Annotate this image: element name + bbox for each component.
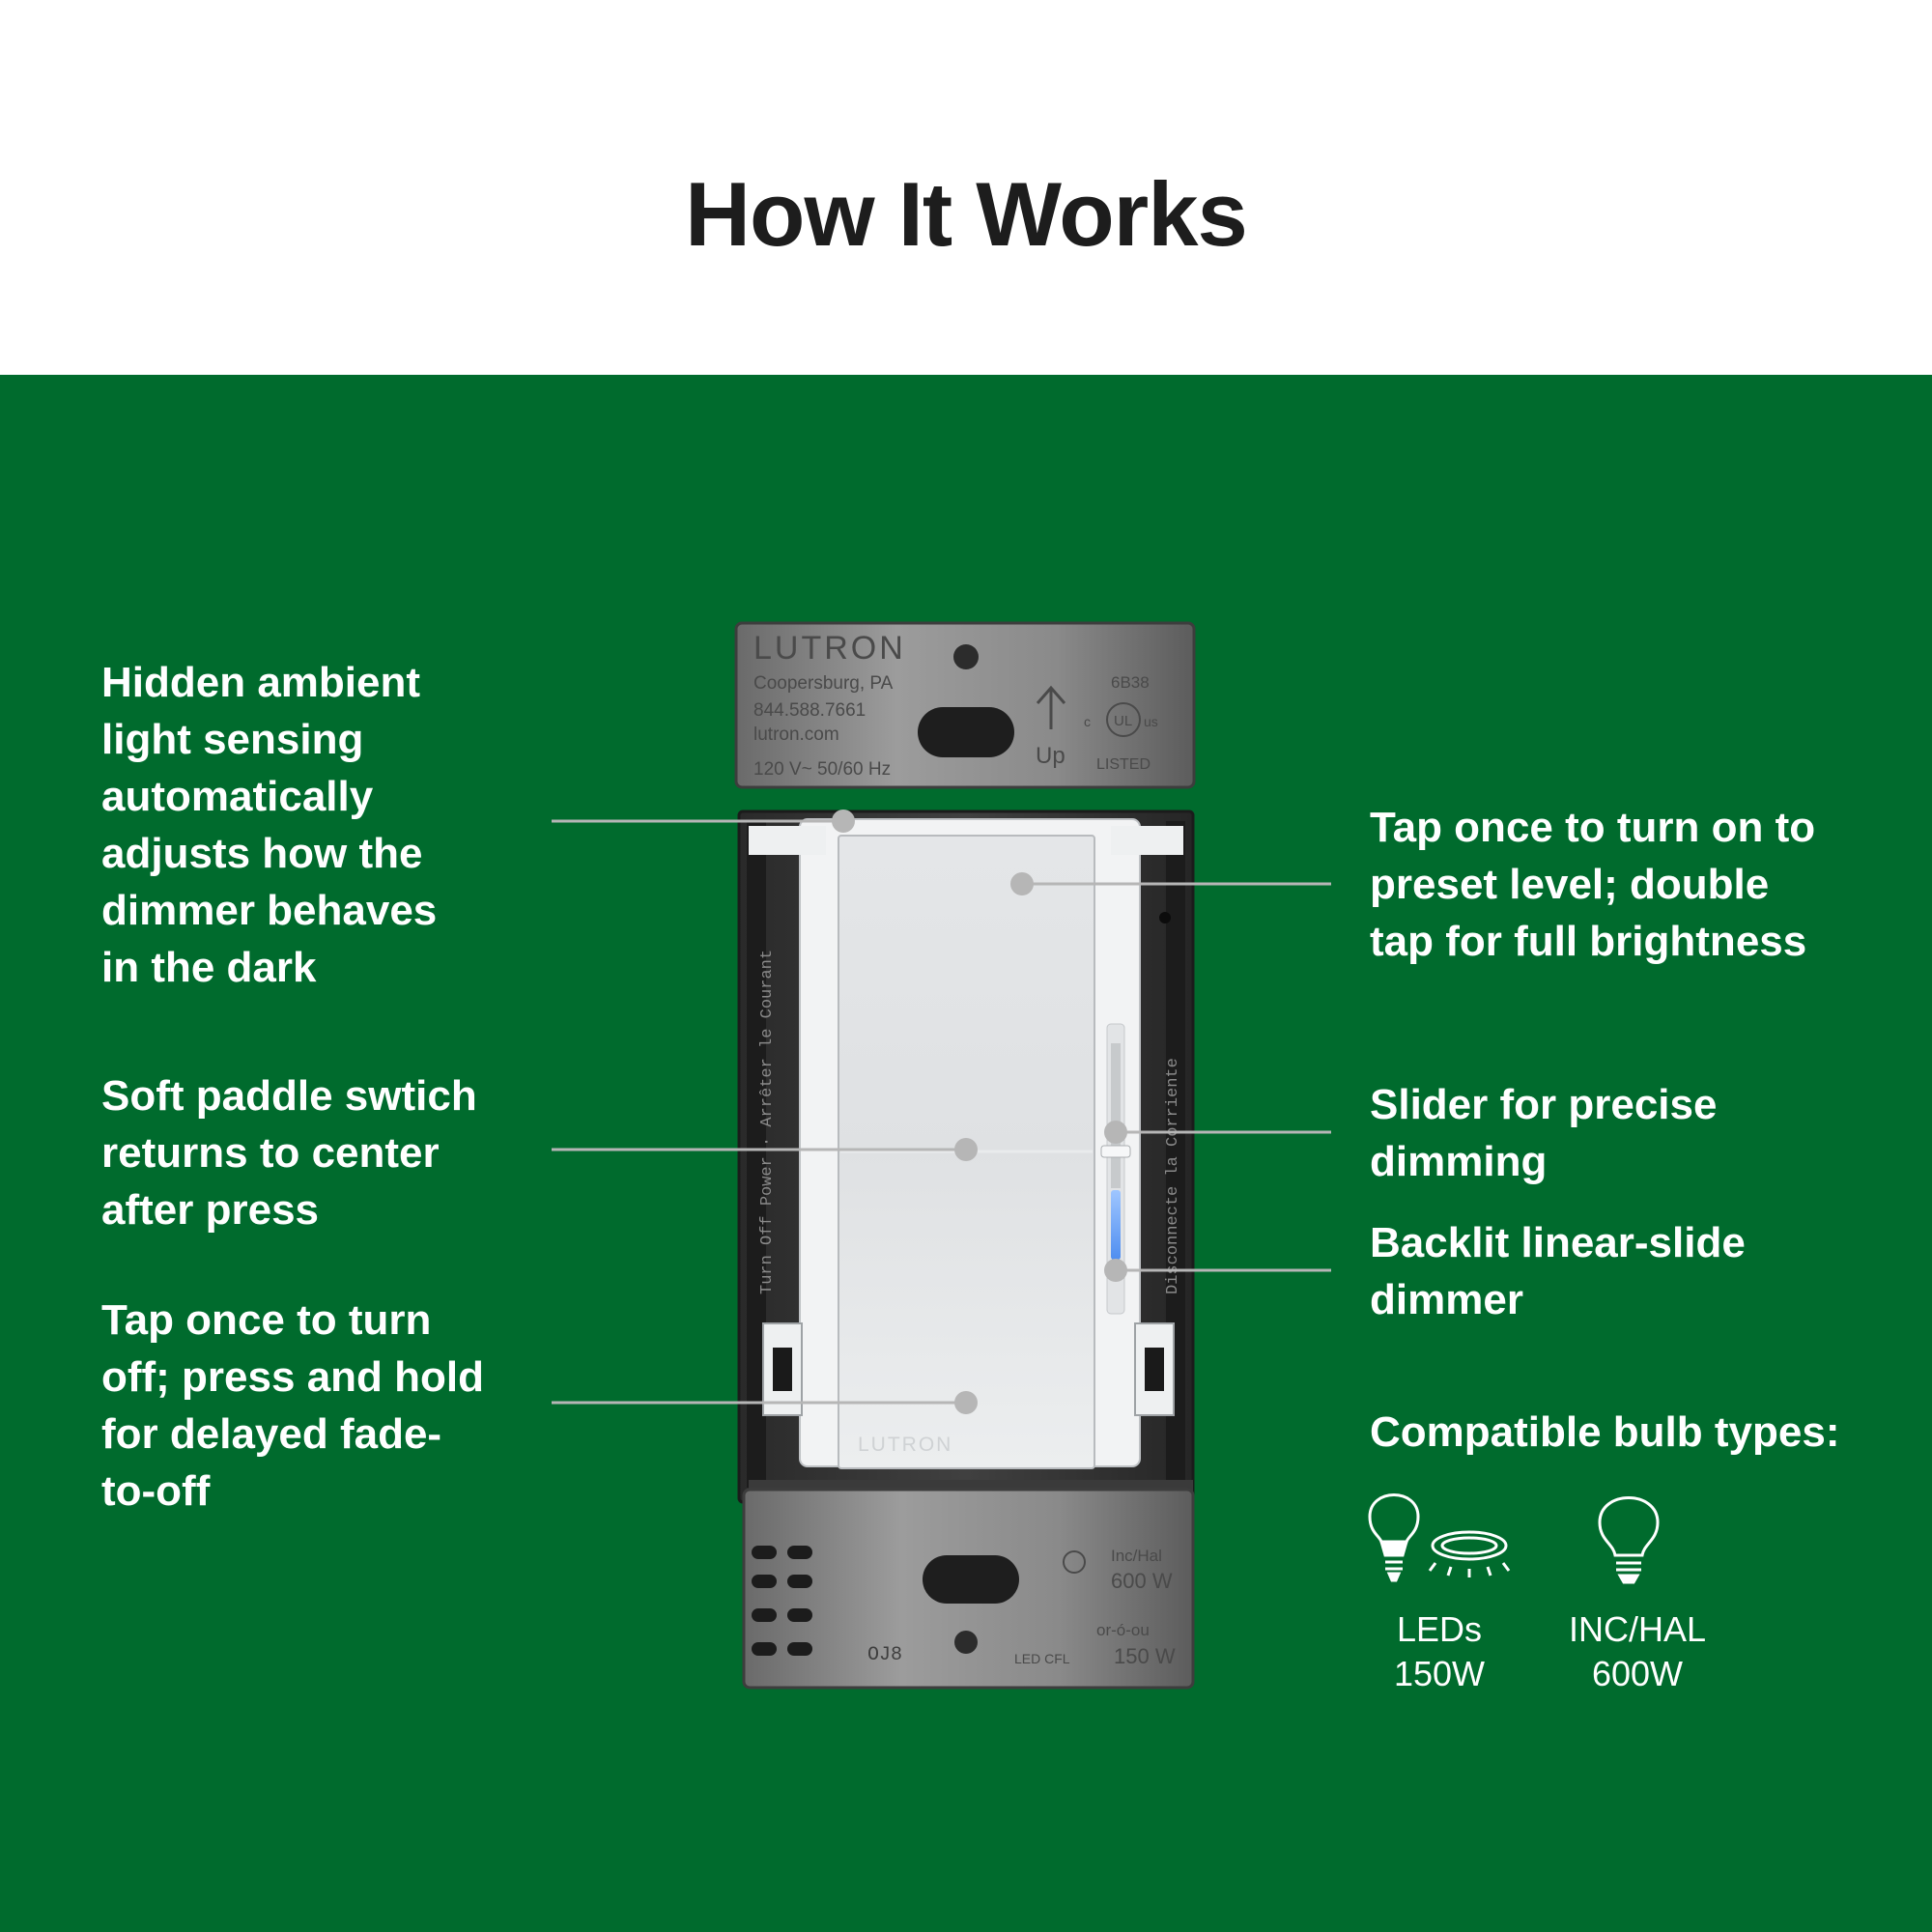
led-bulb-icon (1368, 1493, 1420, 1582)
ul-mark-icon (1106, 702, 1141, 737)
strap-website: lutron.com (753, 724, 839, 745)
strap-city: Coopersburg, PA (753, 673, 894, 694)
strap-rating: 120 V~ 50/60 Hz (753, 759, 891, 780)
strap-inc-watts: 600 W (1111, 1569, 1173, 1593)
callout-soft-paddle: Soft paddle swtich returns to center aft… (101, 1072, 477, 1234)
led-bulb-label: LEDs 150W (1393, 1609, 1486, 1693)
inc-bulb-label: INC/HAL 600W (1568, 1609, 1707, 1693)
strap-ul-c: c (1084, 714, 1091, 729)
up-arrow-icon (1036, 685, 1066, 729)
strap-listed-label: LISTED (1096, 756, 1151, 773)
strap-cfl-label: or-ó-ou (1096, 1621, 1150, 1639)
paddle-switch: LUTRON (838, 835, 1095, 1469)
strap-cfl-watts: 150 W (1114, 1644, 1176, 1668)
strap-up-label: Up (1036, 743, 1065, 769)
slider-knob (1100, 1145, 1131, 1158)
housing-side-text-left: Turn Off Power · Arrêter le Courant (758, 950, 777, 1294)
backlit-led-strip (1111, 1190, 1121, 1260)
strap-ul-us: us (1144, 714, 1158, 729)
page-title: How It Works (685, 163, 1248, 265)
strap-model-code: 6B38 (1111, 673, 1150, 692)
slider-channel (1100, 1023, 1131, 1315)
strap-ul: UL (1114, 713, 1132, 729)
paddle-brand: LUTRON (858, 1434, 952, 1456)
compatible-bulbs-heading: Compatible bulb types: (1370, 1408, 1840, 1456)
callout-backlit: Backlit linear-slide dimmer (1370, 1219, 1746, 1323)
top-mounting-strap: LUTRON Coopersburg, PA 844.588.7661 lutr… (734, 621, 1196, 789)
strap-code: OJ8 (867, 1644, 902, 1666)
header-band (0, 0, 1932, 375)
downlight-icon (1428, 1530, 1511, 1577)
strap-led-cfl-label: LED CFL (1014, 1651, 1070, 1666)
incandescent-bulb-icon (1598, 1496, 1660, 1584)
bottom-mounting-strap: OJ8 Inc/Hal 600 W or-ó-ou 150 W LED CFL (742, 1480, 1195, 1690)
callout-tap-on: Tap once to turn on to preset level; dou… (1370, 804, 1816, 965)
bulb-icons-row (1368, 1493, 1660, 1584)
housing-side-text-right: Disconnecte la Corriente (1164, 1058, 1182, 1294)
strap-inc-label: Inc/Hal (1111, 1547, 1162, 1565)
callout-ambient-sensing: Hidden ambient light sensing automatical… (101, 659, 438, 991)
strap-phone: 844.588.7661 (753, 700, 866, 721)
inc-bulb-mark-icon (1063, 1550, 1086, 1574)
callout-tap-off: Tap once to turn off; press and hold for… (101, 1296, 484, 1515)
strap-brand: LUTRON (753, 630, 906, 667)
callout-slider: Slider for precise dimming (1370, 1081, 1718, 1185)
